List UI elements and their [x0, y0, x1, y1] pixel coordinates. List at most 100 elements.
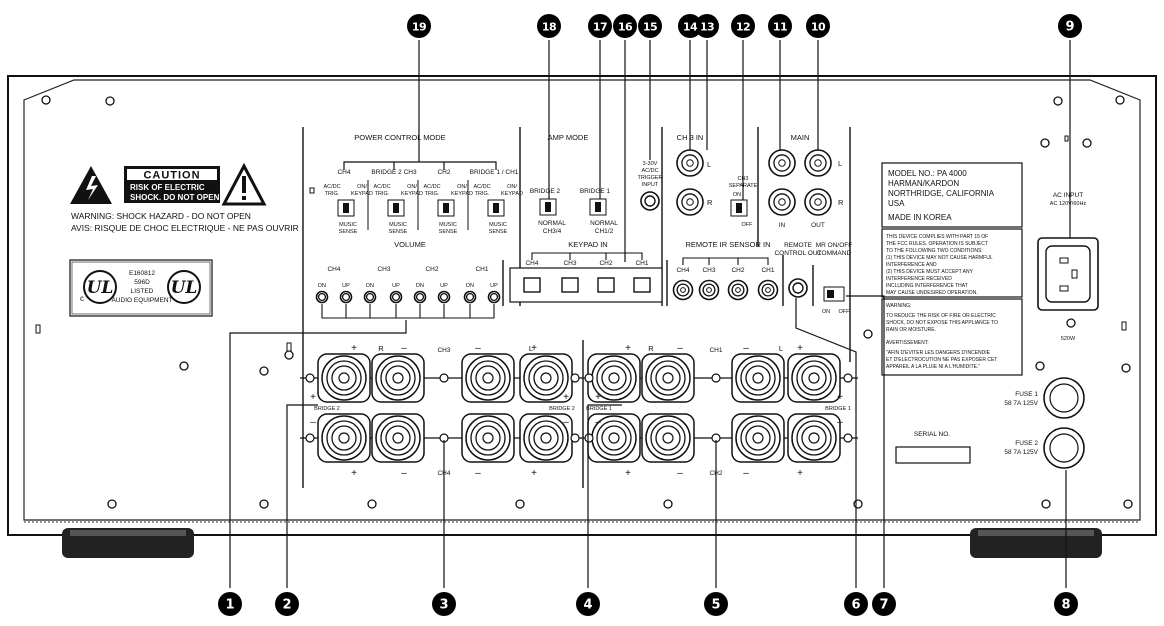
fuse2-rating: 58 7A 125V — [1004, 449, 1038, 456]
pcm-channel-label: CH2 — [437, 169, 450, 176]
callout-number: 19 — [412, 21, 426, 34]
ir-sensor-jack-pin — [706, 287, 712, 293]
ac-input-label: AC INPUT — [1053, 192, 1083, 199]
fcc-line: (2) THIS DEVICE MUST ACCEPT ANY — [886, 269, 974, 275]
post-center — [662, 372, 674, 384]
callout-14 — [678, 14, 702, 38]
post-center — [482, 432, 494, 444]
volume-jack-ring — [317, 292, 327, 302]
keypad-jack[interactable] — [523, 277, 541, 293]
polarity-sign: + — [351, 468, 357, 479]
keypad-bracket — [531, 252, 643, 260]
volume-dir-label: DN — [366, 283, 374, 289]
callout-13 — [695, 14, 719, 38]
fcc-line: THIS DEVICE COMPLIES WITH PART 15 OF — [886, 234, 988, 240]
pcm-bottom-label: MUSIC — [489, 222, 507, 228]
pcm-bottom-label: SENSE — [389, 229, 408, 235]
volume-channel-label: CH4 — [327, 266, 340, 273]
fuse1-holder-inner — [1049, 383, 1079, 413]
post-center — [752, 432, 764, 444]
terminal-screw — [843, 373, 853, 383]
ir-bracket — [682, 257, 769, 265]
volume-dir-label: DN — [416, 283, 424, 289]
callout-leader — [846, 295, 885, 588]
keypad-in-header: KEYPAD IN — [568, 240, 607, 249]
polarity-signs: +––++––++––++––++–+–+–+– — [310, 343, 843, 479]
terminal-screw — [584, 373, 594, 383]
amp-mode-bridge1-knob — [595, 202, 601, 212]
pcm-left-label: TRIG. — [375, 191, 390, 197]
volume-dir-label: DN — [318, 283, 326, 289]
main-out-R-jack-pin — [814, 198, 822, 206]
callout-19 — [407, 14, 431, 38]
volume-jack-ring — [365, 292, 375, 302]
callout-6 — [844, 592, 868, 616]
callout-leaders — [229, 40, 1071, 588]
post-center — [808, 432, 820, 444]
keypad-jack[interactable] — [561, 277, 579, 293]
switch-knob — [393, 203, 399, 213]
amp-bridge1-label: BRIDGE 1 — [580, 188, 611, 195]
switch-knob — [443, 203, 449, 213]
ul-c-mark: c — [80, 294, 84, 303]
volume-channel-label: CH1 — [475, 266, 488, 273]
mr-on-label: ON — [822, 309, 830, 315]
callout-17 — [588, 14, 612, 38]
ch3-separate-knob — [736, 203, 742, 213]
remote-control-out-label-1: REMOTE — [784, 242, 812, 249]
switch-knob — [343, 203, 349, 213]
callout-number: 15 — [643, 21, 657, 34]
trigger-input-jack-inner — [644, 195, 656, 207]
ul-line4: AUDIO EQUIPMENT — [111, 297, 172, 304]
callout-number: 9 — [1065, 20, 1074, 35]
ir-channel-label: CH3 — [702, 267, 715, 274]
callout-number: 16 — [618, 21, 633, 34]
fcc-line: INCLUDING INTERFERENCE THAT — [886, 283, 968, 289]
pcm-left-label: AC/DC — [423, 184, 440, 190]
post-center — [540, 432, 552, 444]
warning-line: RAIN OR MOISTURE. — [886, 327, 936, 333]
callout-15 — [638, 14, 662, 38]
warning-line: SHOCK, DO NOT EXPOSE THIS APPLIANCE TO — [886, 320, 998, 326]
terminal-screw — [305, 373, 315, 383]
polarity-sign: + — [310, 392, 316, 403]
main-in-label: IN — [779, 222, 786, 229]
callout-number: 7 — [879, 598, 888, 613]
caution-label: CAUTION RISK OF ELECTRIC SHOCK. DO NOT O… — [70, 162, 299, 233]
pcm-bottom-label: SENSE — [439, 229, 458, 235]
post-center — [338, 432, 350, 444]
pcm-right-label: KEYPAD — [401, 191, 423, 197]
fcc-statement: THIS DEVICE COMPLIES WITH PART 15 OFTHE … — [886, 234, 993, 296]
right-foot-top — [978, 530, 1094, 536]
mr-off-label: OFF — [839, 309, 851, 315]
post-center — [540, 372, 552, 384]
caution-line1: RISK OF ELECTRIC — [130, 183, 205, 192]
remote-control-out-label-2: CONTROL OUT — [774, 250, 821, 257]
keypad-jack[interactable] — [597, 277, 615, 293]
callout-3 — [432, 592, 456, 616]
callout-leader — [229, 320, 407, 588]
ul-label: UL c UL E160812 596D LISTED AUDIO EQUIPM… — [69, 259, 213, 317]
model-label: MODEL NO.: PA 4000 HARMAN/KARDON NORTHRI… — [881, 162, 1023, 376]
fcc-line: TO THE FOLLOWING TWO CONDITIONS: — [886, 248, 983, 254]
speaker-ch3-L: L — [529, 344, 533, 353]
model-line2: HARMAN/KARDON — [888, 179, 959, 188]
callout-number: 17 — [593, 21, 607, 34]
polarity-sign: – — [743, 468, 749, 479]
keypad-jack[interactable] — [633, 277, 651, 293]
fcc-line: INTERFERENCE RECEIVED — [886, 276, 952, 282]
polarity-sign: + — [625, 468, 631, 479]
amp-normal-label-b: NORMAL — [590, 220, 618, 227]
fcc-line: INTERFERENCE AND — [886, 262, 937, 268]
power-control-mode-header: POWER CONTROL MODE — [354, 133, 445, 142]
callout-number: 4 — [583, 598, 592, 613]
callout-number: 6 — [851, 598, 860, 613]
post-center — [392, 372, 404, 384]
side-marks — [35, 135, 1127, 352]
polarity-sign: – — [475, 343, 481, 354]
ac-power-label: 520W — [1061, 336, 1076, 342]
ac-input-rating: AC 120V/60Hz — [1050, 201, 1087, 207]
speaker-ch1-L: L — [779, 344, 783, 353]
